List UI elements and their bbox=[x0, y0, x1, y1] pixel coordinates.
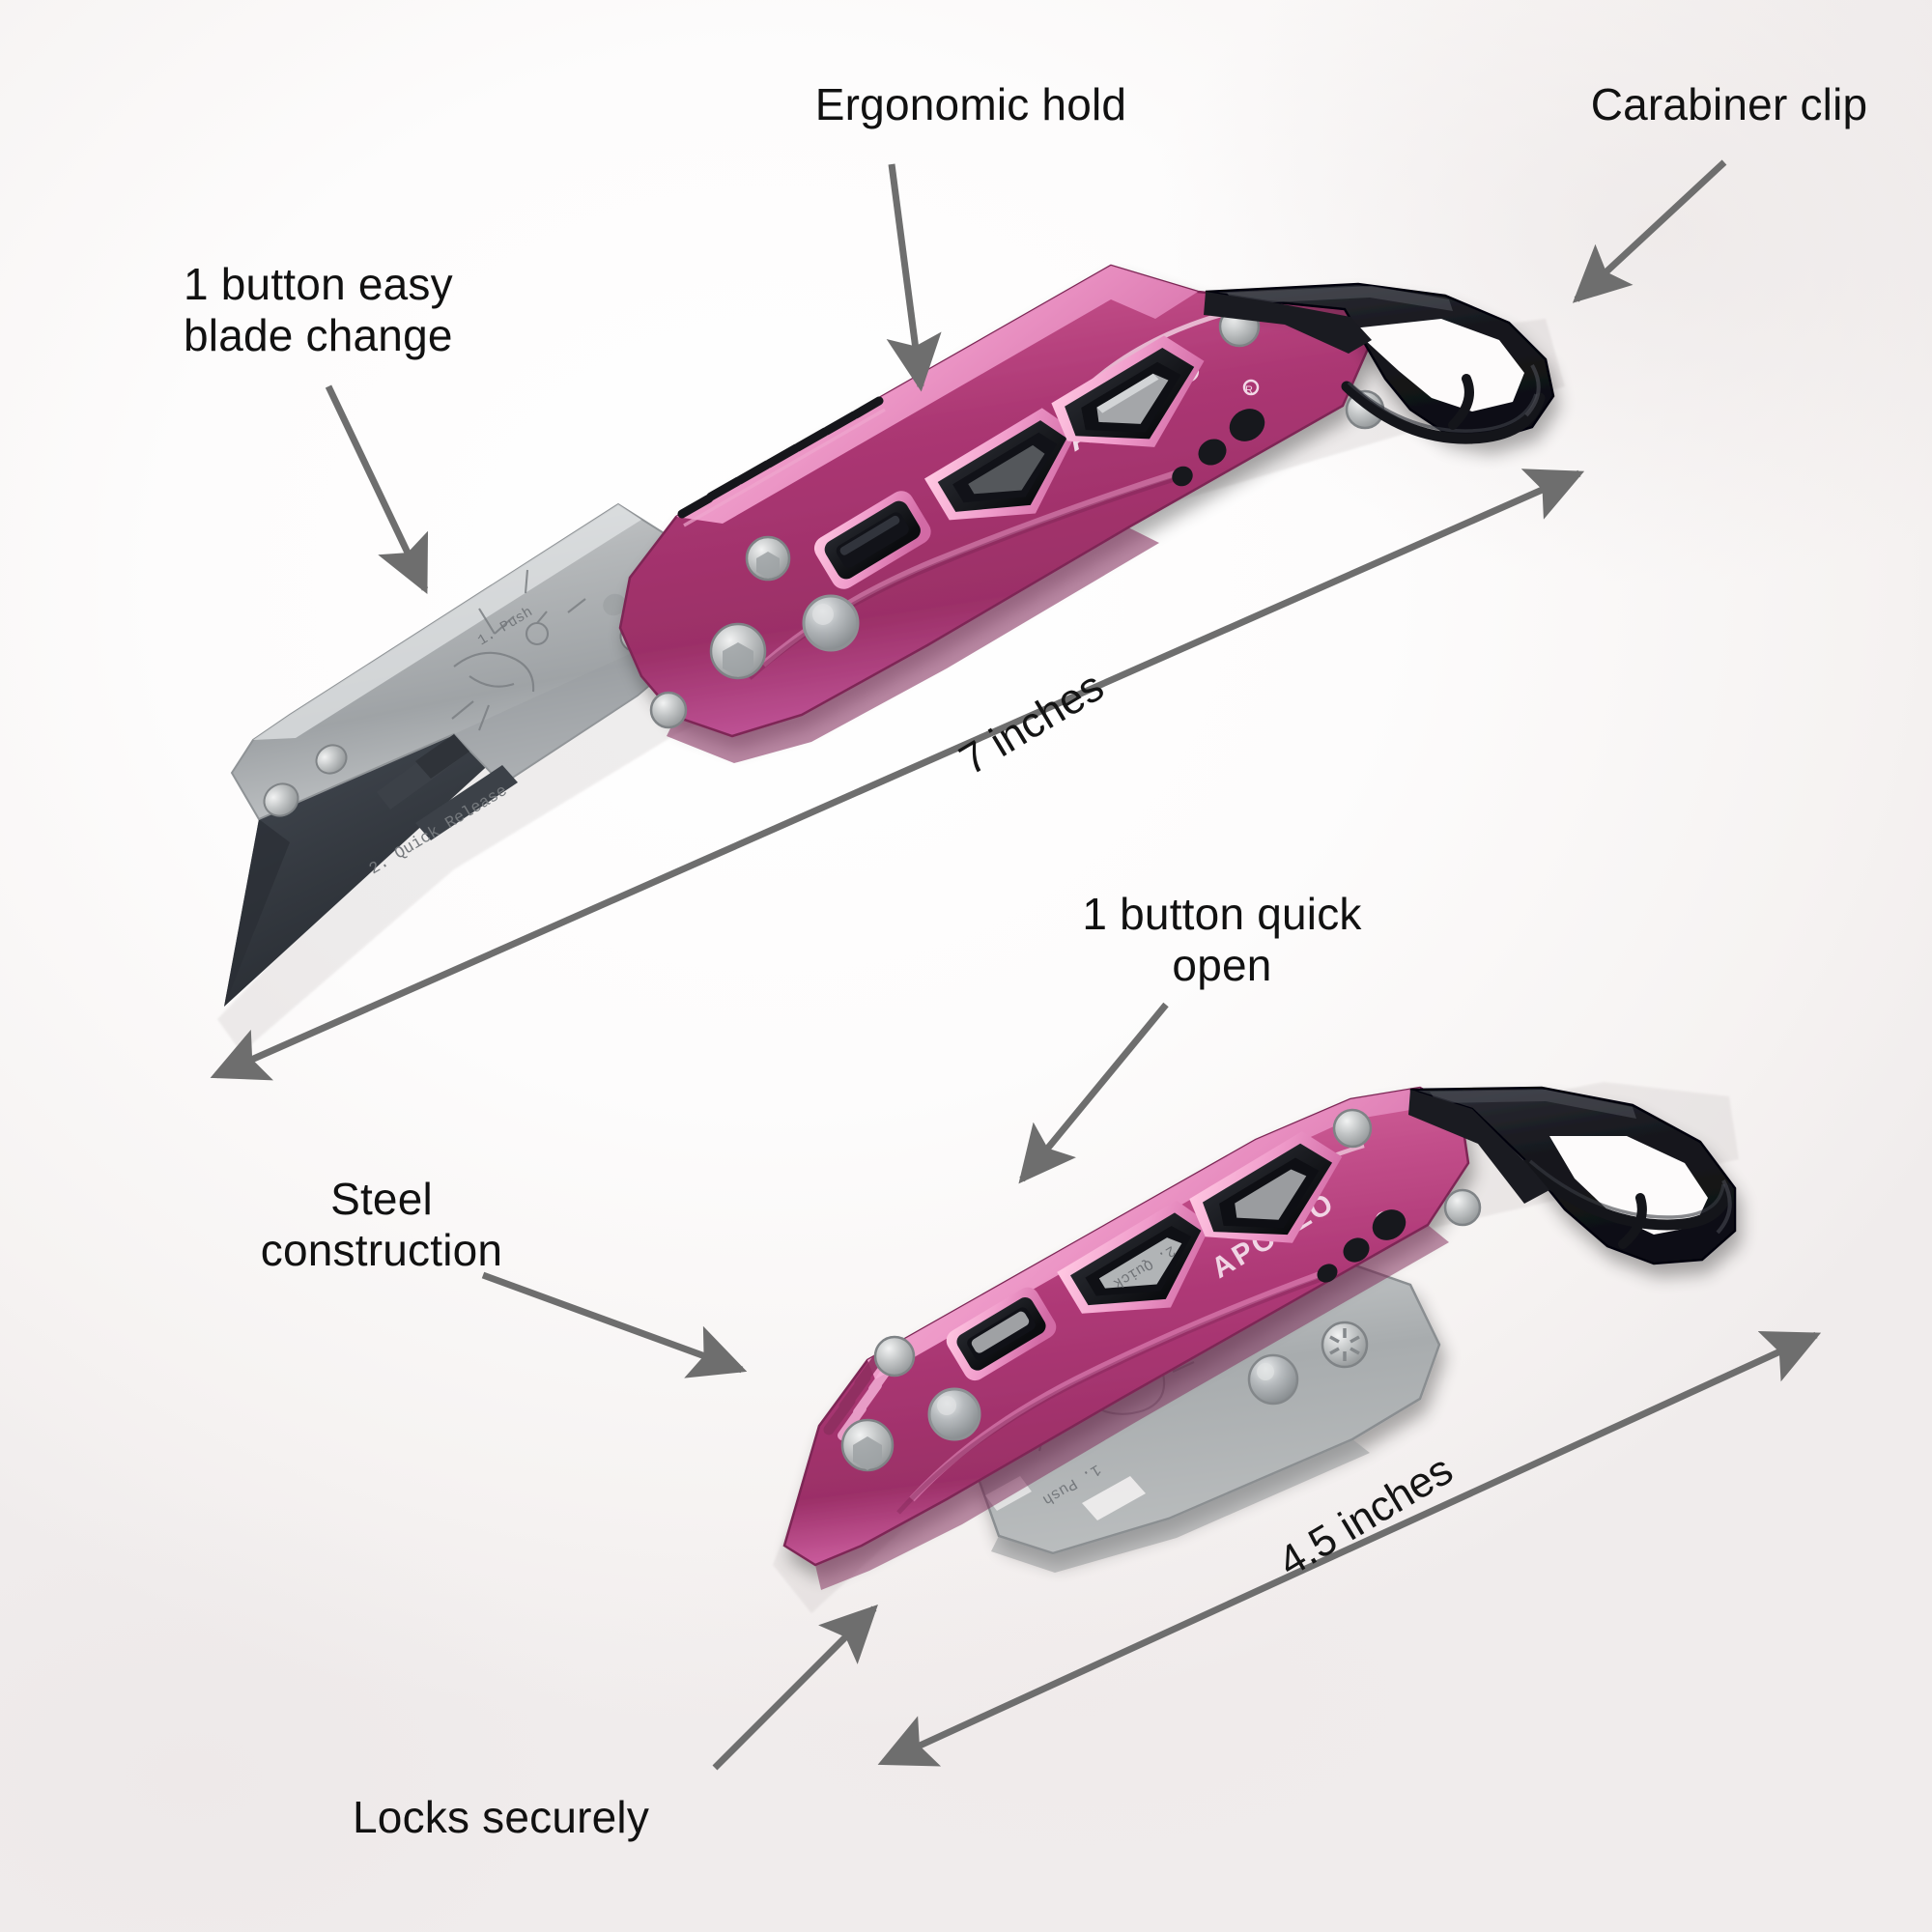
callout-ergonomic-hold: Ergonomic hold bbox=[814, 79, 1127, 129]
clip-screw-lower-closed bbox=[1443, 1188, 1482, 1227]
callout-locks-securely: Locks securely bbox=[353, 1792, 650, 1842]
callout-one-button-quick-open: 1 button quick open bbox=[1082, 889, 1362, 991]
leader-locks-securely bbox=[712, 1605, 878, 1771]
callout-one-button-easy-blade-change: 1 button easy blade change bbox=[184, 259, 453, 361]
dimension-line-7-inches bbox=[210, 469, 1585, 1081]
svg-text:R: R bbox=[1245, 384, 1253, 396]
leader-ergonomic-hold bbox=[886, 163, 942, 392]
leader-steel-construction bbox=[481, 1271, 748, 1378]
handle-window-diamond-closed bbox=[1189, 1131, 1343, 1243]
handle-window-large-closed: 2. Quick bbox=[1057, 1200, 1211, 1314]
clip-screw-upper-closed bbox=[1332, 1108, 1373, 1149]
handle-vent-holes-closed bbox=[1317, 1209, 1406, 1283]
leader-quick-open bbox=[1018, 1002, 1169, 1184]
handle-window-diamond bbox=[1051, 335, 1205, 447]
handle-vent-holes bbox=[1172, 409, 1265, 487]
dimension-line-4-5-inches bbox=[877, 1331, 1822, 1767]
carabiner-clip-closed bbox=[1408, 1086, 1737, 1265]
carabiner-clip-open bbox=[1204, 282, 1555, 444]
leader-blade-change bbox=[325, 384, 429, 595]
leader-carabiner-clip bbox=[1572, 159, 1727, 303]
callout-carabiner-clip: Carabiner clip bbox=[1590, 79, 1868, 129]
callout-steel-construction: Steel construction bbox=[260, 1174, 503, 1276]
